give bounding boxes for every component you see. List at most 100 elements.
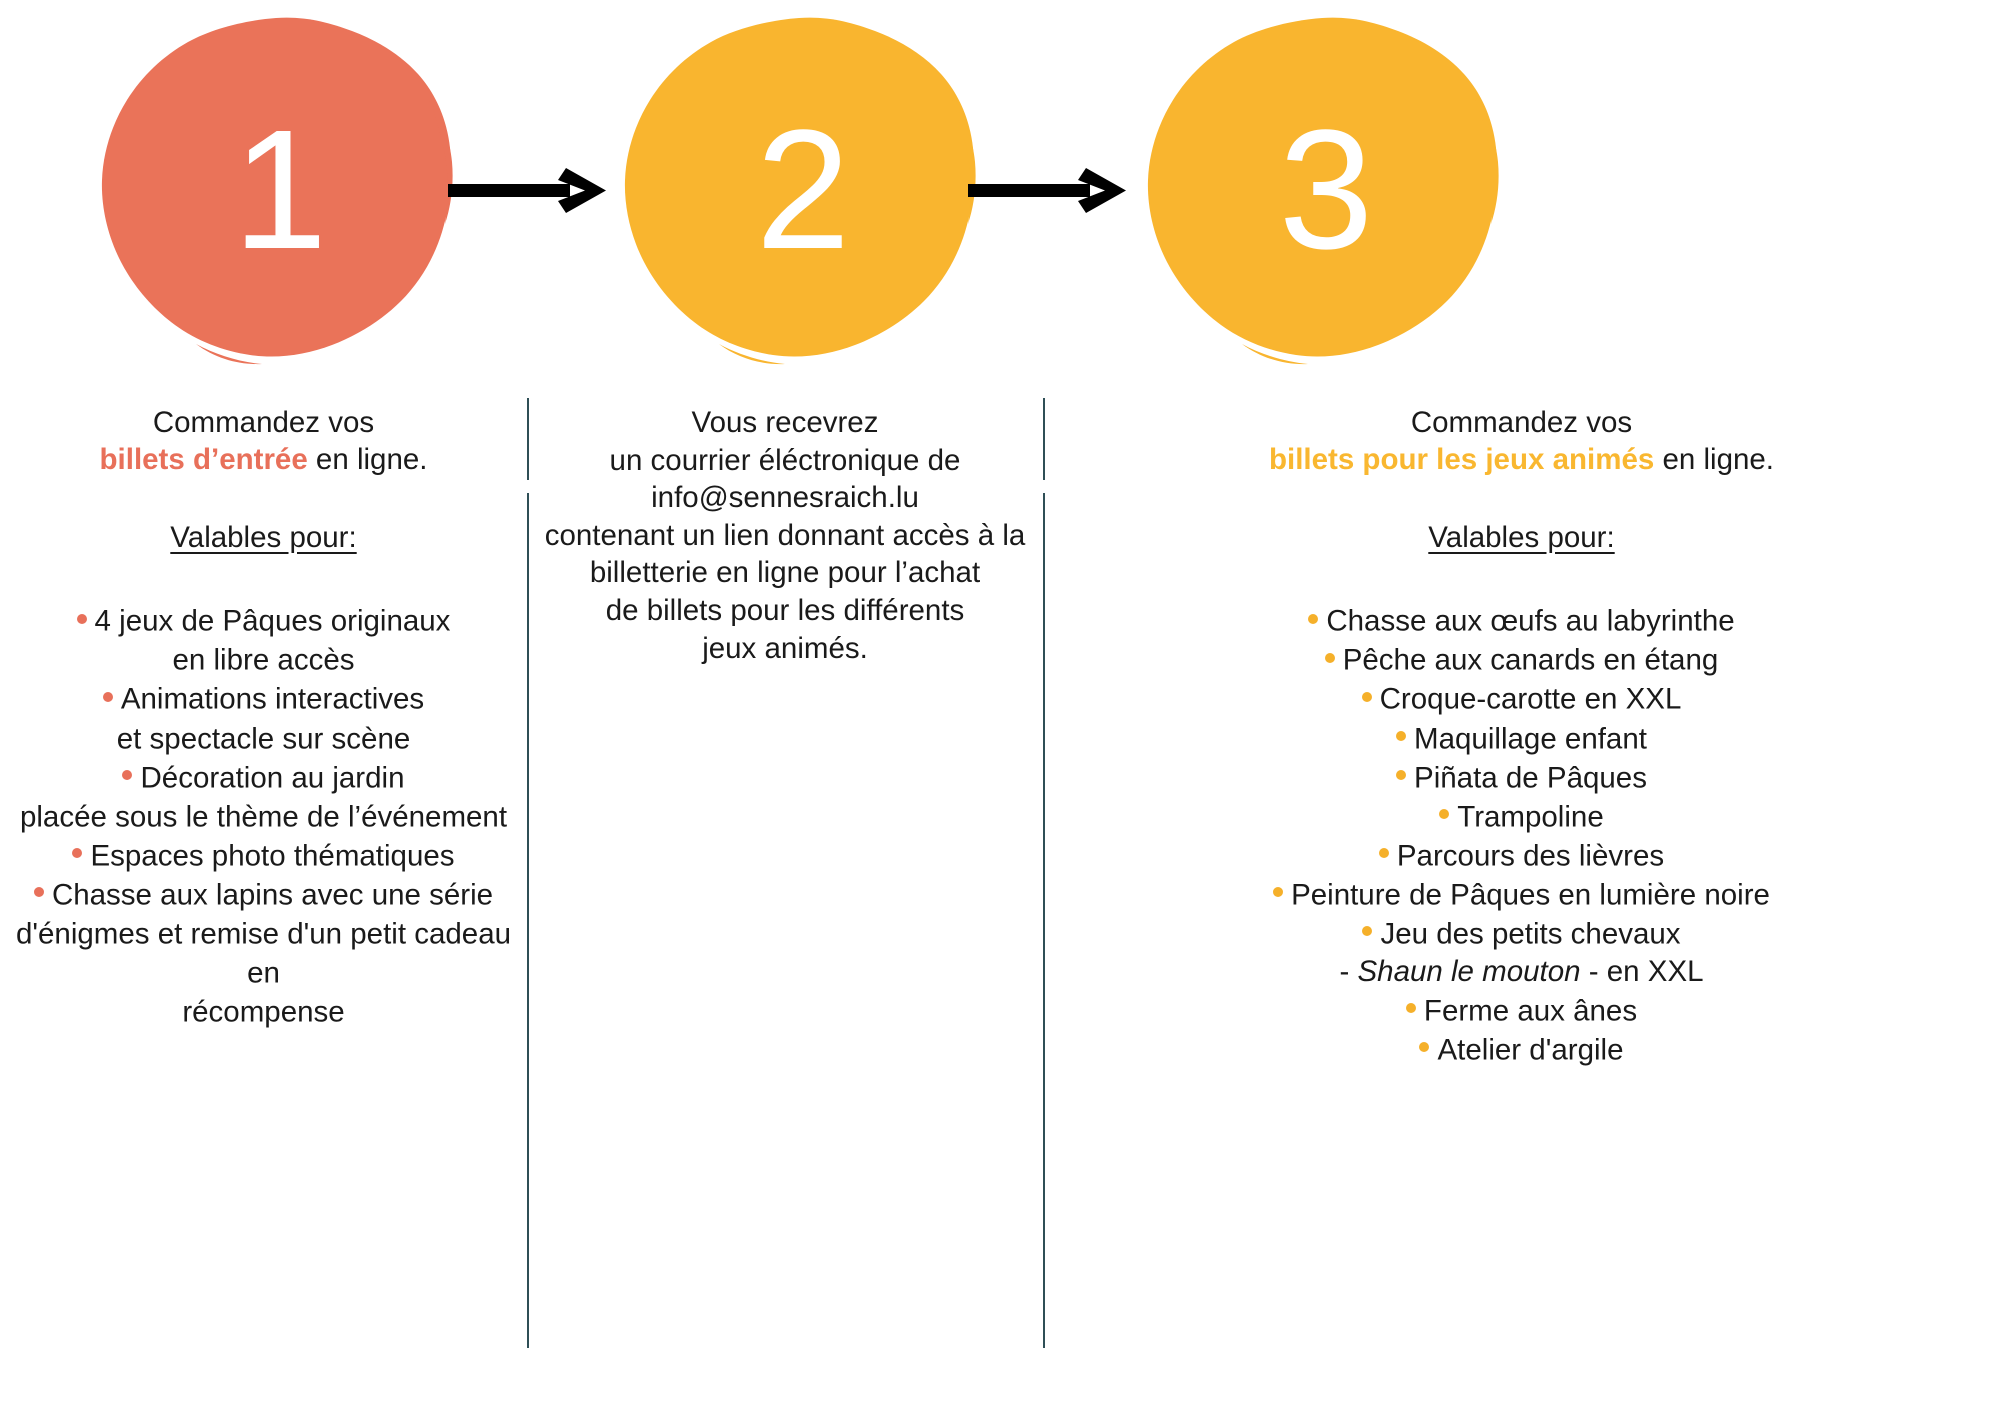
- list-item-shaun-le-mouton: - Shaun le mouton - en XXL: [1067, 953, 1976, 991]
- list-item: Espaces photo thématiques: [6, 836, 521, 875]
- steps-row: 1 2: [0, 0, 2000, 380]
- list-item: Ferme aux ânes: [1067, 991, 1976, 1030]
- brush-stroke-detail-3b: [1242, 344, 1308, 365]
- arrow-head-1: [558, 168, 606, 213]
- bullet-label: Peinture de Pâques en lumière noire: [1291, 878, 1770, 912]
- column-1-lead: Commandez vos billets d’entrée en ligne.: [6, 404, 521, 479]
- list-item: Peinture de Pâques en lumière noire: [1067, 875, 1976, 914]
- column-2-line-2: un courrier éléctronique de: [609, 443, 961, 477]
- column-2-email-confirmation: Vous recevrez un courrier éléctronique d…: [527, 404, 1043, 1069]
- bullet-dot-icon: [122, 769, 133, 780]
- brush-stroke-detail-3: [1475, 100, 1499, 224]
- columns-row: Commandez vos billets d’entrée en ligne.…: [0, 404, 2000, 1069]
- bullet-dot-icon: [1362, 926, 1373, 937]
- step-circle-3: 3: [1146, 14, 1499, 366]
- step-number-3: 3: [1278, 95, 1374, 285]
- step-circle-2: 2: [623, 14, 976, 366]
- brush-stroke-detail-1b: [196, 344, 262, 365]
- bullet-dot-icon: [1396, 730, 1407, 741]
- bullet-label: Piñata de Pâques: [1414, 760, 1647, 794]
- column-1-lead-highlight: billets d’entrée: [99, 443, 308, 477]
- bullet-label: Atelier d'argile: [1437, 1033, 1624, 1067]
- list-item: Jeu des petits chevaux: [1067, 914, 1976, 953]
- brush-stroke-detail-2: [952, 100, 976, 224]
- shaun-suffix: - en XXL: [1580, 955, 1704, 988]
- list-item: Maquillage enfant: [1067, 719, 1976, 758]
- column-3-bullet-list: Chasse aux œufs au labyrinthe Pêche aux …: [1067, 601, 1976, 1069]
- column-1-lead-post: en ligne.: [307, 443, 428, 477]
- bullet-label: Trampoline: [1457, 800, 1604, 834]
- arrow-step1-to-step2: [448, 160, 608, 220]
- bullet-dot-icon: [1361, 691, 1372, 702]
- bullet-dot-icon: [72, 847, 83, 858]
- column-3-lead-highlight: billets pour les jeux animés: [1268, 443, 1655, 477]
- list-item: Atelier d'argile: [1067, 1030, 1976, 1069]
- bullet-dot-icon: [33, 887, 44, 898]
- bullet-label: Espaces photo thématiques: [90, 839, 455, 873]
- brush-circle-shape-2: [624, 17, 975, 357]
- arrow-step2-to-step3: [968, 160, 1128, 220]
- column-2-line-4: contenant un lien donnant accès à la: [544, 518, 1026, 552]
- list-item: Croque-carotte en XXL: [1067, 679, 1976, 718]
- column-3-lead-pre: Commandez vos: [1410, 406, 1633, 439]
- arrow-head-2: [1078, 168, 1126, 213]
- shaun-prefix: -: [1339, 955, 1358, 988]
- bullet-dot-icon: [1324, 652, 1335, 663]
- list-item: Pêche aux canards en étang: [1067, 640, 1976, 679]
- arrow-shaft-1: [448, 184, 570, 197]
- column-2-line-6: de billets pour les différents: [605, 594, 965, 628]
- list-item: Parcours des lièvres: [1067, 836, 1976, 875]
- brush-stroke-detail-2b: [719, 344, 785, 365]
- brush-stroke-detail-1: [429, 100, 453, 224]
- column-3-lead: Commandez vos billets pour les jeux anim…: [1067, 404, 1976, 479]
- divider-2-top: [1043, 398, 1045, 480]
- arrow-shaft-2: [968, 184, 1090, 197]
- column-2-email: info@sennesraich.lu: [651, 481, 919, 515]
- bullet-label: Pêche aux canards en étang: [1342, 643, 1719, 677]
- brush-circle-shape-1: [101, 17, 452, 357]
- column-1-valables-label: Valables pour:: [170, 520, 357, 554]
- bullet-label: Maquillage enfant: [1414, 721, 1647, 755]
- divider-2-bottom: [1043, 493, 1045, 1348]
- bullet-dot-icon: [1396, 769, 1407, 780]
- bullet-label: Ferme aux ânes: [1423, 994, 1638, 1028]
- bullet-label: Parcours des lièvres: [1396, 839, 1665, 873]
- bullet-label: Croque-carotte en XXL: [1379, 682, 1682, 716]
- column-3-valables-label: Valables pour:: [1428, 520, 1615, 554]
- bullet-dot-icon: [102, 691, 113, 702]
- column-3-lead-post: en ligne.: [1654, 443, 1774, 477]
- column-2-line-1: Vous recevrez: [691, 406, 879, 439]
- column-1-lead-pre: Commandez vos: [152, 406, 375, 439]
- brush-circle-shape-3: [1147, 17, 1498, 357]
- bullet-dot-icon: [1419, 1042, 1430, 1053]
- step-circle-1: 1: [100, 14, 453, 366]
- bullet-label: Chasse aux œufs au labyrinthe: [1326, 604, 1735, 638]
- column-2-line-7: jeux animés.: [702, 631, 868, 665]
- column-2-line-5: billetterie en ligne pour l’achat: [589, 556, 981, 590]
- list-item: Chasse aux œufs au labyrinthe: [1067, 601, 1976, 640]
- bullet-dot-icon: [1405, 1002, 1416, 1013]
- shaun-title: Shaun le mouton: [1357, 955, 1581, 988]
- bullet-dot-icon: [1273, 887, 1284, 898]
- bullet-dot-icon: [76, 613, 87, 624]
- divider-1-top: [527, 398, 529, 480]
- divider-1-bottom: [527, 493, 529, 1348]
- bullet-dot-icon: [1378, 847, 1389, 858]
- column-1-entry-tickets: Commandez vos billets d’entrée en ligne.…: [0, 404, 527, 1069]
- list-item: Piñata de Pâques: [1067, 758, 1976, 797]
- column-2-paragraph: Vous recevrez un courrier éléctronique d…: [543, 404, 1027, 667]
- bullet-dot-icon: [1439, 808, 1450, 819]
- bullet-dot-icon: [1308, 613, 1319, 624]
- list-item: Trampoline: [1067, 797, 1976, 836]
- column-3-game-tickets: Commandez vos billets pour les jeux anim…: [1043, 404, 2000, 1069]
